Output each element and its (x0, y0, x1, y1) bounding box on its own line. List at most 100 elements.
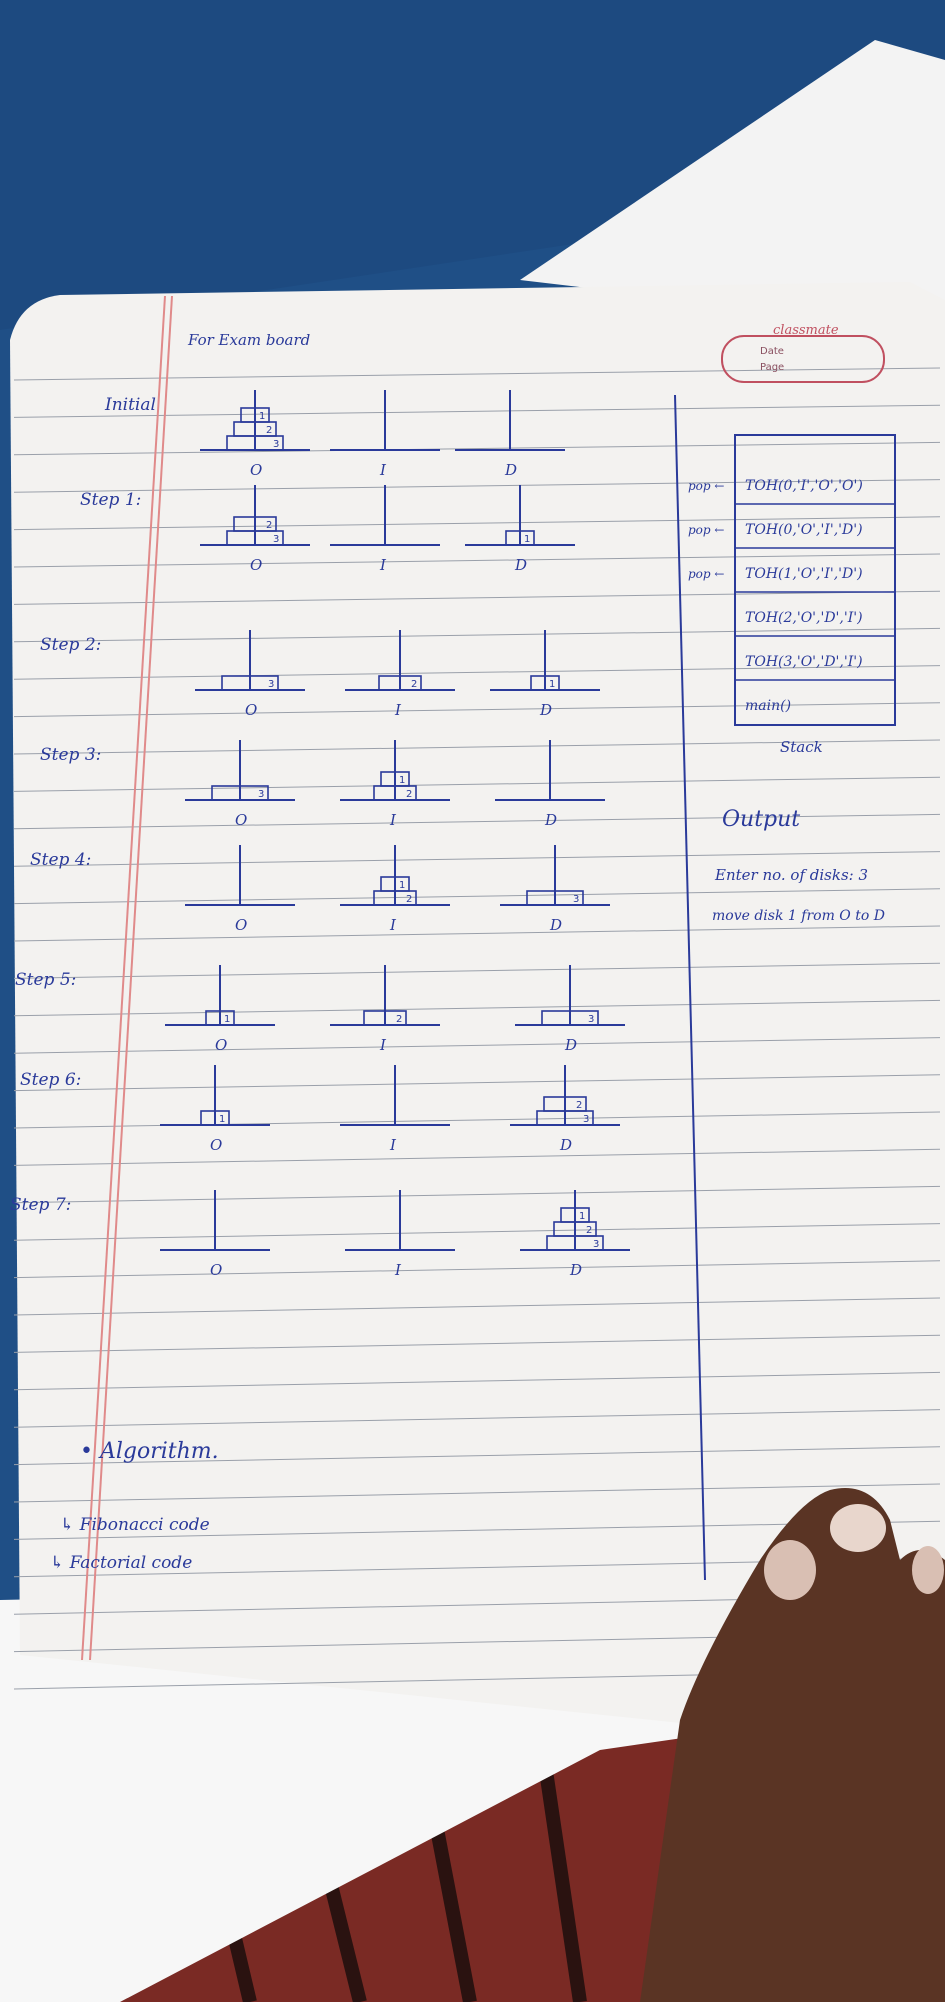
disk-number: 3 (593, 1239, 599, 1250)
ruled-line (13, 1446, 941, 1466)
date-page-box (721, 335, 885, 383)
peg-label: D (569, 1261, 582, 1279)
disk-number: 3 (273, 439, 279, 450)
fingernail-1 (830, 1504, 886, 1552)
step-label: Step 5: (15, 970, 76, 990)
disk (363, 1010, 407, 1026)
ruled-line (13, 665, 941, 680)
disk (240, 407, 270, 423)
ruled-line (13, 739, 941, 755)
disk-number: 1 (579, 1211, 585, 1222)
peg-label: D (559, 1136, 572, 1154)
ruled-line (13, 1074, 941, 1092)
stack-frame: TOH(3,'O','D','I') (745, 654, 863, 670)
step-label: Step 1: (80, 490, 141, 510)
output-title: Output (722, 807, 800, 832)
disk-number: 2 (406, 894, 412, 905)
step-label: Step 3: (40, 745, 101, 765)
ruled-line (13, 925, 941, 942)
ruled-line (13, 1037, 941, 1054)
ruled-line (13, 999, 941, 1017)
step-label: Step 2: (40, 635, 101, 655)
disk-number: 1 (549, 679, 555, 690)
stack-frame: TOH(1,'O','I','D') (745, 566, 863, 582)
disk-number: 2 (266, 520, 272, 531)
disk (205, 1010, 235, 1026)
peg-label: D (539, 701, 552, 719)
stack-frame: TOH(0,'I','O','O') (745, 478, 863, 494)
step-label: Step 6: (20, 1070, 81, 1090)
stack-label: Stack (780, 738, 823, 756)
disk-number: 2 (266, 425, 272, 436)
white-sheet-top (520, 40, 945, 330)
disk-number: 3 (573, 894, 579, 905)
peg-label: I (394, 1261, 402, 1279)
ruled-line (13, 441, 941, 456)
peg-label: I (389, 1136, 397, 1154)
peg-label: I (379, 461, 387, 479)
algorithm-item-1: ↳ Fibonacci code (60, 1515, 210, 1535)
peg-label: I (389, 811, 397, 829)
header-note: For Exam board (187, 331, 310, 349)
pop-marker: pop ← (688, 567, 724, 581)
disk-number: 2 (576, 1100, 582, 1111)
ruled-line (13, 1483, 941, 1503)
ruled-line (13, 1371, 941, 1391)
ruled-line (13, 516, 941, 531)
peg-label: I (389, 916, 397, 934)
disk-number: 3 (588, 1014, 594, 1025)
ruled-line (13, 479, 941, 493)
notebook-page (10, 282, 945, 1725)
disk-number: 2 (411, 679, 417, 690)
disk (530, 675, 560, 691)
ruled-line (13, 851, 941, 867)
stack-box (734, 434, 896, 726)
disk-number: 1 (399, 775, 405, 786)
disk (560, 1207, 590, 1223)
peg-label: O (245, 701, 257, 719)
pop-marker: pop ← (688, 479, 724, 493)
disk (543, 1096, 587, 1112)
ruled-line (13, 702, 941, 718)
page-label: Page (760, 362, 784, 373)
ruled-line (13, 1148, 941, 1166)
disk-number: 1 (219, 1114, 225, 1125)
section-divider (674, 394, 706, 1581)
peg-label: D (564, 1036, 577, 1054)
ruled-line (13, 1260, 941, 1279)
fingernail-3 (912, 1546, 944, 1594)
disk (378, 675, 422, 691)
peg-label: D (544, 811, 557, 829)
disk (200, 1110, 230, 1126)
disk-number: 3 (258, 789, 264, 800)
output-line-2: move disk 1 from O to D (712, 908, 885, 924)
cloth-fold (0, 0, 945, 330)
disk (380, 771, 410, 787)
fingernail-2 (764, 1540, 816, 1600)
margin-line-2 (89, 295, 173, 1661)
ruled-line (13, 888, 941, 905)
ruled-line (13, 1185, 941, 1204)
ruled-line (13, 367, 941, 381)
disk-number: 3 (268, 679, 274, 690)
ruled-line (13, 813, 941, 830)
margin-line-1 (81, 295, 166, 1661)
ruled-line (13, 553, 941, 568)
stack-frame: TOH(2,'O','D','I') (745, 610, 863, 626)
disk-number: 3 (583, 1114, 589, 1125)
peg-label: O (250, 461, 262, 479)
ruled-line (13, 590, 941, 605)
disk (380, 876, 410, 892)
stack-frame: TOH(0,'O','I','D') (745, 522, 863, 538)
ruled-line (13, 1409, 941, 1428)
ruled-line (13, 1223, 941, 1241)
disk-number: 2 (586, 1225, 592, 1236)
disk (505, 530, 535, 546)
